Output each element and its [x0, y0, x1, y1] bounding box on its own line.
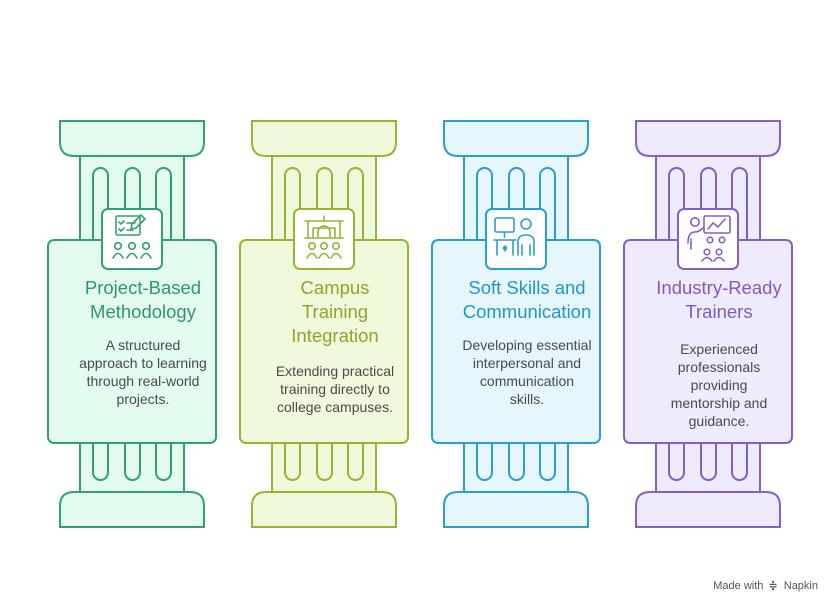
pillar-description-line: Developing essential [462, 337, 592, 353]
pillar-title-line: Training [301, 301, 369, 322]
pillar-description-line: Experienced [680, 341, 758, 357]
footer-attribution: Made with ≑ Napkin [713, 579, 818, 592]
pillar-description-line: professionals [677, 359, 761, 375]
presentation-speaker-icon [485, 208, 547, 270]
pillar-description-line: providing [690, 377, 748, 393]
pillar-description: A structured approach to learning through … [65, 336, 221, 408]
pillar-description-line: A structured [105, 337, 181, 353]
pillar-title-line: Integration [291, 325, 379, 346]
pillar-description: Experienced professionals providing mentors… [641, 340, 797, 430]
pillar-description-line: training directly to [280, 381, 390, 397]
pillar-title-line: Project-Based [84, 277, 202, 298]
pillar-description-line: guidance. [688, 413, 750, 429]
pillar-title-line: Methodology [90, 301, 196, 322]
pillar-graphic [623, 120, 793, 528]
pillar-title-line: Campus [300, 277, 370, 298]
checklist-team-icon [101, 208, 163, 270]
footer-brand: Napkin [783, 580, 818, 592]
pillar-description-line: skills. [509, 391, 545, 407]
campus-group-icon [293, 208, 355, 270]
pillar-graphic [431, 120, 601, 528]
pillar-description: Developing essential interpersonal and com… [449, 336, 605, 408]
pillar-description: Extending practical training directly to c… [257, 362, 413, 416]
napkin-logo-icon: ≑ [768, 580, 778, 592]
pillar-description-line: interpersonal and [472, 355, 582, 371]
pillar-title-line: Industry-Ready [656, 277, 782, 298]
pillar-title-line: Trainers [685, 301, 753, 322]
pillar-description-line: mentorship and [670, 395, 768, 411]
pillar-title-line: Soft Skills and [468, 277, 586, 298]
pillar-description-line: through real-world [86, 373, 200, 389]
pillar-graphic [239, 120, 409, 528]
pillar-description-line: communication [479, 373, 575, 389]
pillar-description-line: approach to learning [79, 355, 207, 371]
pillar-graphic [47, 120, 217, 528]
trainer-board-icon [677, 208, 739, 270]
pillar-description-line: Extending practical [275, 363, 395, 379]
pillar-description-line: projects. [116, 391, 170, 407]
footer-prefix: Made with [713, 580, 764, 592]
pillar-title-line: Communication [462, 301, 592, 322]
pillar-description-line: college campuses. [277, 399, 393, 415]
